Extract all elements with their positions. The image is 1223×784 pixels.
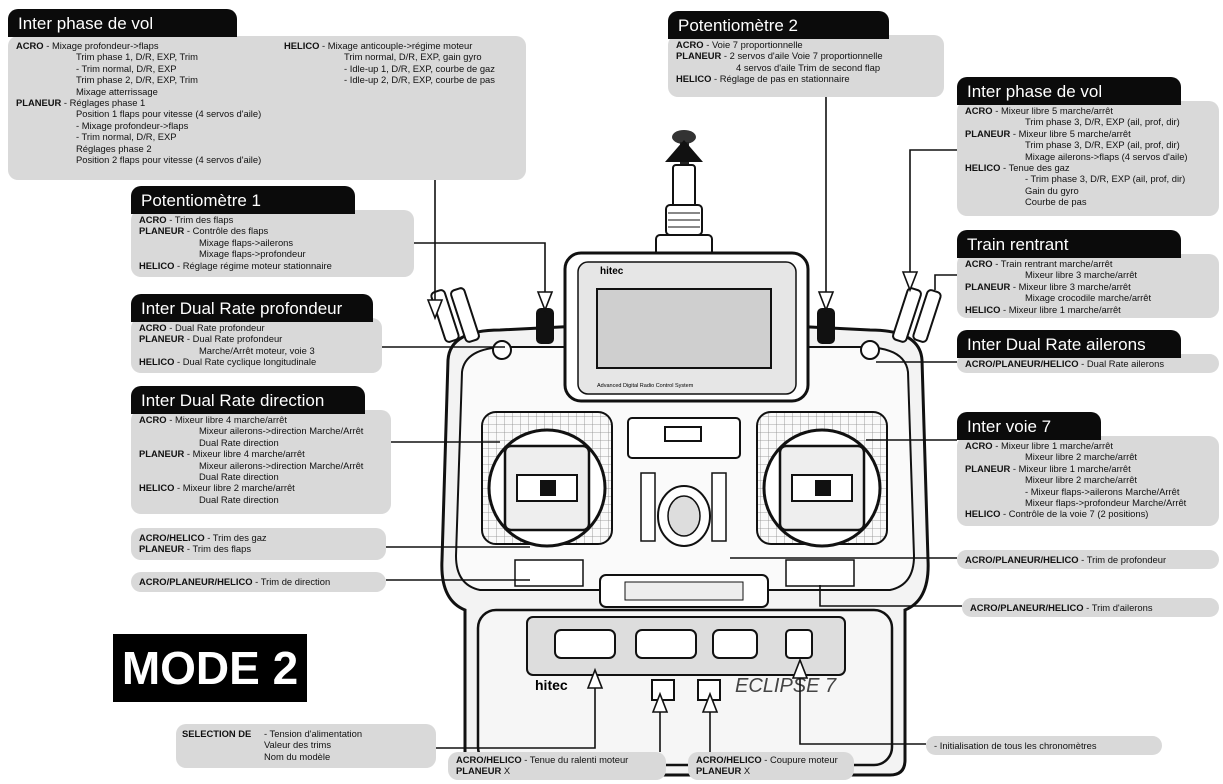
- title-dr-ail: Inter Dual Rate ailerons: [957, 330, 1181, 358]
- callout-trim-prof: ACRO/PLANEUR/HELICO - Trim de profondeur: [957, 550, 1219, 569]
- title-phase-right: Inter phase de vol: [957, 77, 1181, 105]
- callout-train: ACRO - Train rentrant marche/arrêt Mixeu…: [957, 254, 1219, 318]
- model-name: ECLIPSE 7: [735, 675, 837, 697]
- title-train: Train rentrant: [957, 230, 1181, 258]
- lcd-screen: [563, 251, 810, 403]
- callout-trim-dir: ACRO/PLANEUR/HELICO - Trim de direction: [131, 572, 386, 592]
- callout-dr-dir: ACRO - Mixeur libre 4 marche/arrêt Mixeu…: [131, 410, 391, 514]
- title-dr-prof: Inter Dual Rate profondeur: [131, 294, 373, 322]
- callout-dr-prof: ACRO - Dual Rate profondeur PLANEUR - Du…: [131, 318, 382, 373]
- screen-brand: hitec: [600, 266, 624, 277]
- title-phase-left: Inter phase de vol: [8, 9, 237, 37]
- callout-phase-left: ACRO - Mixage profondeur->flaps Trim pha…: [8, 36, 526, 180]
- callout-voie7: ACRO - Mixeur libre 1 marche/arrêt Mixeu…: [957, 436, 1219, 526]
- callout-trim-gaz: ACRO/HELICO - Trim des gaz PLANEUR - Tri…: [131, 528, 386, 560]
- mode-label: MODE 2: [113, 634, 307, 702]
- callout-dr-ail: ACRO/PLANEUR/HELICO - Dual Rate ailerons: [957, 354, 1219, 373]
- callout-phase-right: ACRO - Mixeur libre 5 marche/arrêt Trim …: [957, 101, 1219, 216]
- title-voie7: Inter voie 7: [957, 412, 1101, 440]
- callout-coupure: ACRO/HELICO - Coupure moteur PLANEUR X: [688, 752, 854, 780]
- callout-chrono: - Initialisation de tous les chronomètre…: [926, 736, 1162, 755]
- body-brand: hitec: [535, 677, 568, 693]
- title-dr-dir: Inter Dual Rate direction: [131, 386, 365, 414]
- left-stick-gimbal: [481, 411, 613, 548]
- front-buttons: [554, 629, 813, 701]
- callout-pot2: ACRO - Voie 7 proportionnelle PLANEUR - …: [668, 35, 944, 97]
- callout-pot1: ACRO - Trim des flaps PLANEUR - Contrôle…: [131, 210, 414, 277]
- title-pot1: Potentiomètre 1: [131, 186, 355, 214]
- phase-left-acro-planeur: ACRO - Mixage profondeur->flaps Trim pha…: [16, 40, 262, 166]
- right-stick-gimbal: [756, 411, 888, 548]
- phase-left-helico: HELICO - Mixage anticouple->régime moteu…: [284, 40, 495, 86]
- antenna: [655, 130, 713, 258]
- callout-selection: SELECTION DE - Tension d'alimentation Va…: [176, 724, 436, 768]
- center-controls: [514, 417, 855, 608]
- title-pot2: Potentiomètre 2: [668, 11, 889, 39]
- screen-caption: Advanced Digital Radio Control System: [597, 383, 694, 389]
- callout-ralenti: ACRO/HELICO - Tenue du ralenti moteur PL…: [448, 752, 666, 780]
- callout-trim-ail: ACRO/PLANEUR/HELICO - Trim d'ailerons: [962, 598, 1219, 617]
